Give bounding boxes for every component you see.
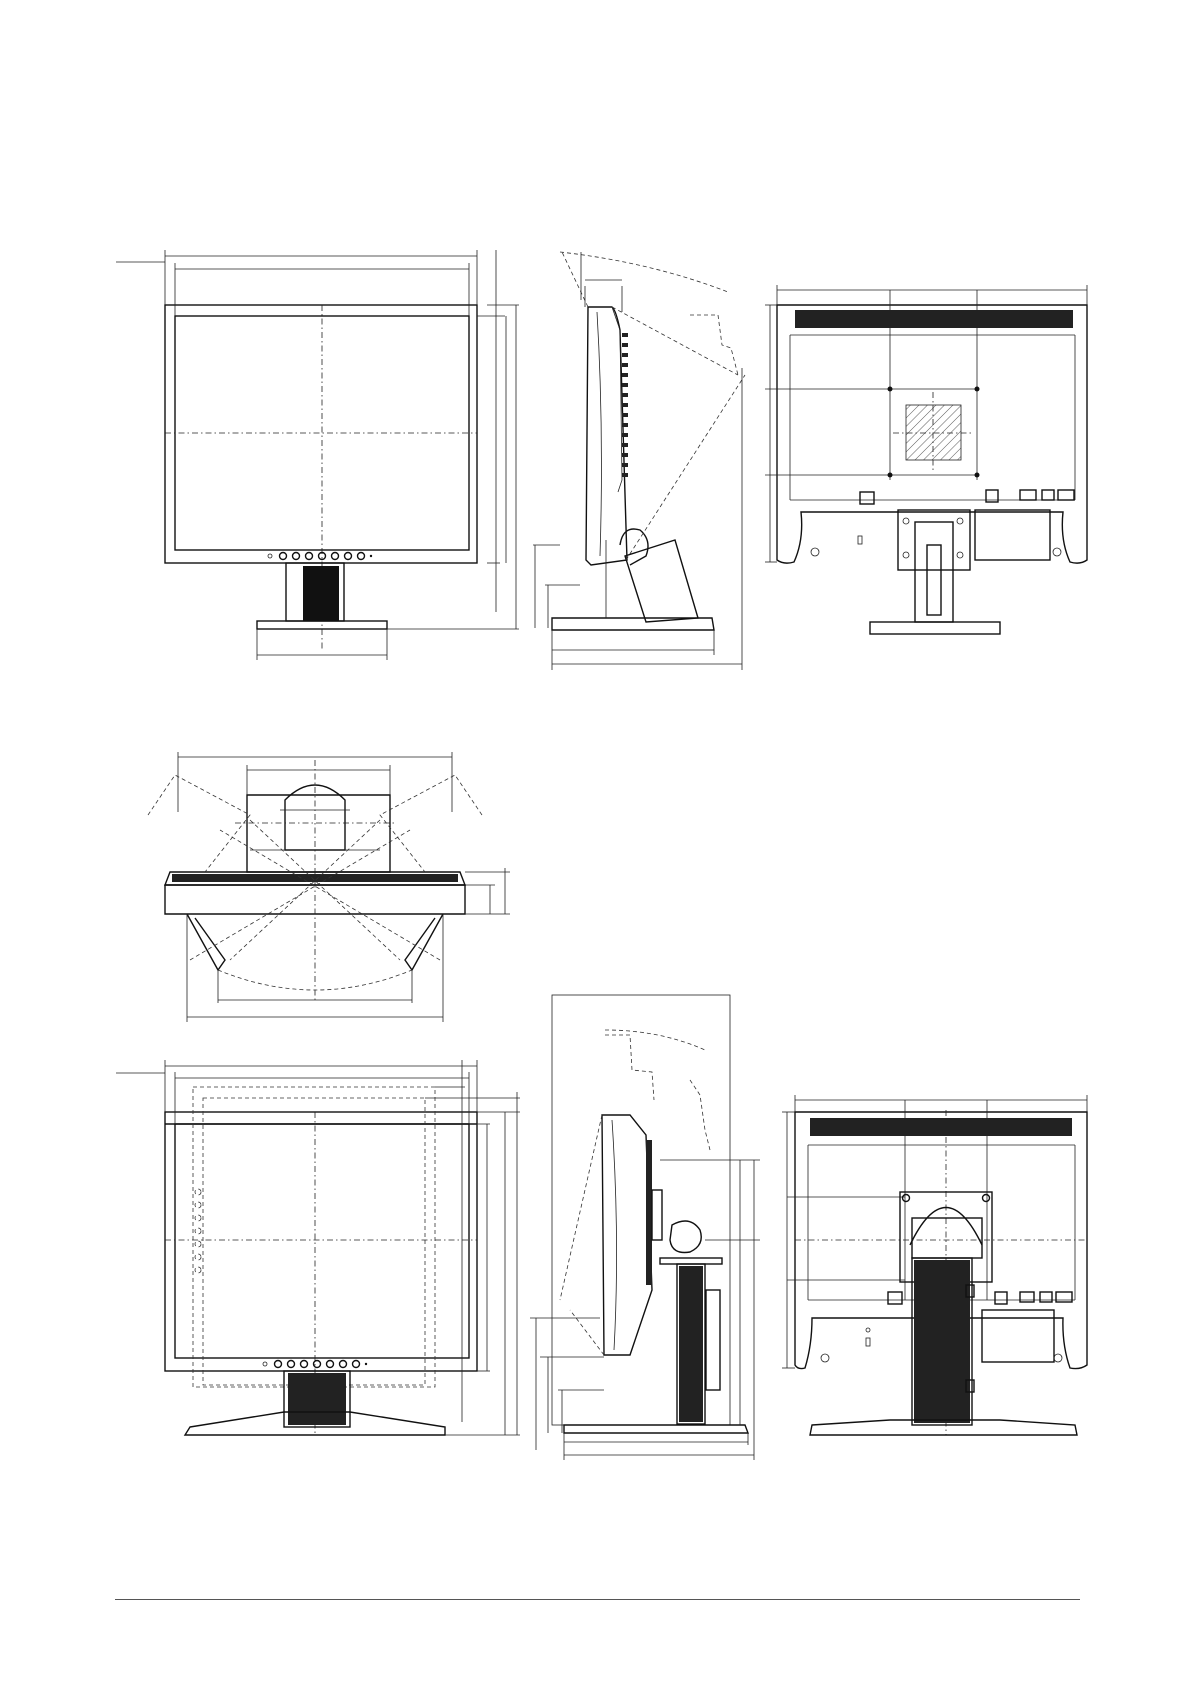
side-vents-b	[646, 1140, 652, 1285]
footer-rule	[115, 1599, 1080, 1600]
side-view-b	[530, 995, 760, 1460]
side-view-a	[533, 252, 745, 670]
rear-vents-a	[795, 310, 1073, 328]
top-view	[148, 752, 510, 1022]
stand-neck-a	[303, 566, 339, 621]
side-vents-a	[622, 333, 628, 477]
stand-column-rear-b	[912, 1258, 972, 1425]
vesa-plate-a	[906, 405, 961, 460]
front-buttons-a	[268, 553, 372, 560]
front-view-b	[116, 1060, 520, 1435]
stand-column-b	[284, 1371, 350, 1427]
front-view-a	[116, 250, 519, 660]
side-buttons-phantom	[195, 1189, 201, 1273]
rear-vents-b	[810, 1118, 1072, 1136]
rear-connectors-a	[860, 490, 1074, 504]
rear-view-b	[782, 1095, 1087, 1435]
rear-view-a	[765, 285, 1087, 634]
